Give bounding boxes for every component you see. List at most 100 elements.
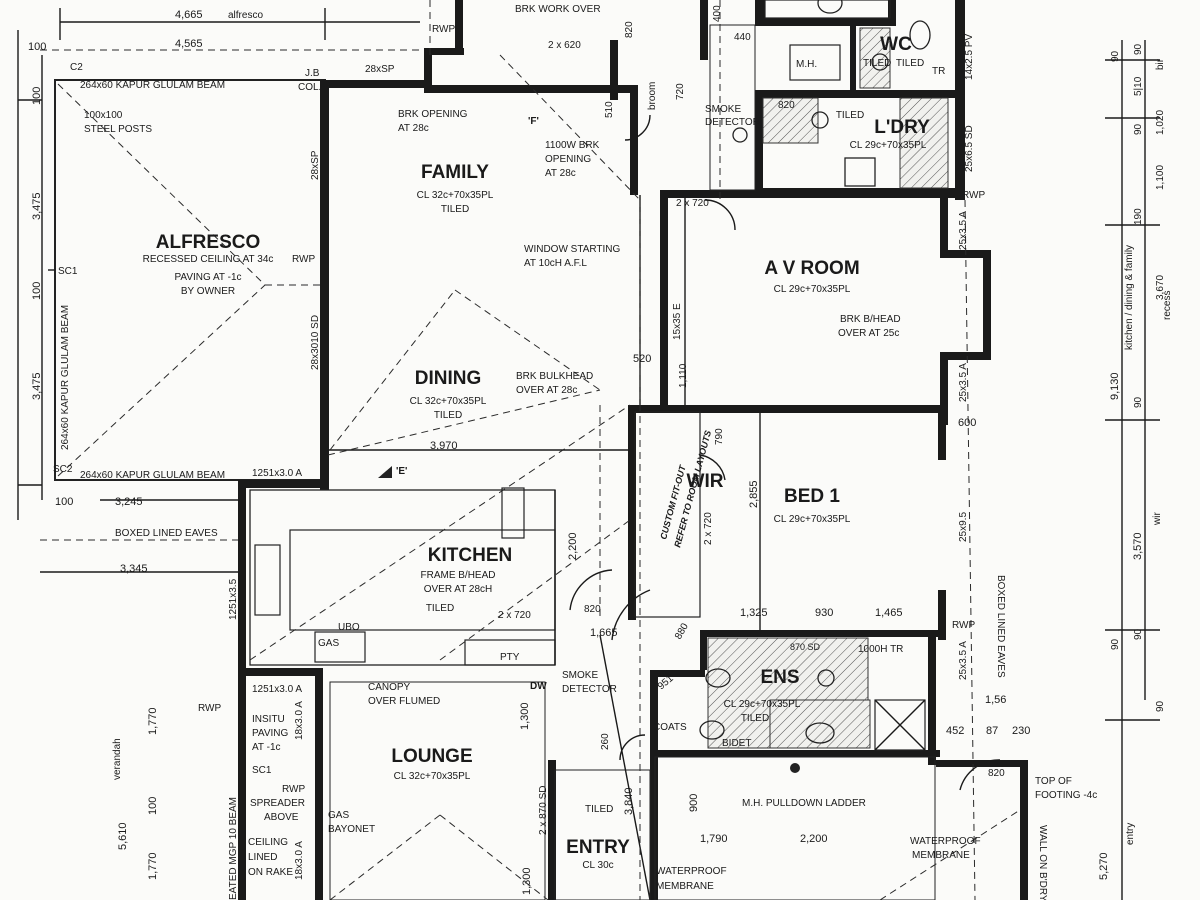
dim-820b: 820 [778,100,795,111]
right-dim-3570: 3,570 [1132,532,1144,560]
note-wir-side: wir [1152,512,1163,526]
dim-1465: 1,465 [875,607,903,619]
note-opening-1100-2: OPENING [545,154,591,165]
toilet-icon [705,668,731,688]
room-wc: WC [880,34,912,55]
room-lounge: LOUNGE [391,746,472,767]
note-pv: 14x2.5 PV [964,34,975,80]
room-bed1-l1: CL 29c+70x35PL [774,514,851,525]
note-ceiling-3: ON RAKE [248,867,293,878]
right-dim-1020: 1,020 [1155,110,1166,135]
fixtures [378,0,931,773]
note-opening-1100-1: 1100W BRK [545,140,600,151]
dim-720: 720 [675,83,686,100]
right-dim-90e: 90 [1110,638,1121,650]
dim-1110: 1,110 [678,363,689,388]
note-28xsp-side: 28xSP [310,150,321,180]
note-insitu-2: PAVING [252,728,289,739]
note-col: COL. [298,82,321,93]
walls [238,0,1028,900]
note-rwp-alfresco: RWP [292,254,315,265]
room-kitchen-l3: TILED [426,603,454,614]
note-sc2: SC2 [53,464,73,475]
dim-100e: 100 [147,797,159,815]
room-ens: ENS [760,667,799,688]
right-dim-90c: 90 [1133,123,1144,135]
dim-15x35: 15x35 E [672,303,683,340]
note-gas: GAS [318,638,339,649]
dim-900: 900 [688,794,700,812]
room-kitchen-l2: OVER AT 28cH [424,584,493,595]
note-top-footing-1: TOP OF [1035,776,1072,787]
interior-lines [249,0,936,900]
floor-waste-icon [871,53,889,71]
dim-1300a: 1,300 [519,702,531,730]
note-smoke-detector-1: SMOKE [705,104,741,115]
dim-400: 400 [712,5,723,22]
note-wall-bdry: WALL ON B'DRY [1037,825,1048,900]
note-spreader-1: RWP [282,784,305,795]
note-top-footing-2: FOOTING -4c [1035,790,1097,801]
dim-1251c: 1251x3.0 A [252,684,302,695]
note-brk-work-over: BRK WORK OVER [515,4,601,15]
wet-areas [707,27,949,749]
dim-520: 520 [633,353,651,365]
dim-600: 600 [958,417,976,429]
smoke-detector-icon [732,127,748,143]
room-alfresco-l2: PAVING AT -1c [174,272,241,283]
dim-820d: 820 [988,768,1005,779]
dim-2x870: 2 x 870 SD [538,786,549,835]
bidet-icon [699,720,725,740]
room-bed1: BED 1 [784,486,840,507]
note-tiled-wc: TILED [863,58,891,69]
dim-510: 510 [604,101,615,118]
room-alfresco: ALFRESCO [156,232,261,253]
section-e-marker-icon [378,466,392,478]
dim-4565: 4,565 [175,38,203,50]
dim-3345: 3,345 [120,563,148,575]
doors [569,114,1001,791]
dim-1325: 1,325 [740,607,768,619]
dim-3245: 3,245 [115,496,143,508]
right-dim-510: 5|10 [1133,76,1144,96]
right-dim-bir: bir [1155,58,1166,70]
room-dining-l2: TILED [434,410,462,421]
dim-5270: 5,270 [1098,852,1110,880]
dim-100b: 100 [31,87,43,105]
note-tr-1000h: 1000H TR [858,644,903,655]
note-spreader-2: SPREADER [250,798,305,809]
room-kitchen-l1: FRAME B/HEAD [420,570,495,581]
note-ceiling-2: LINED [248,852,277,863]
room-ldry-l1: CL 29c+70x35PL [850,140,927,151]
dim-25x35b: 25x3.5 A [958,363,969,402]
floor-waste-icon [817,669,835,687]
note-waterproof-1: WATERPROOF [910,836,981,847]
note-mh: M.H. [796,59,817,70]
room-alfresco-l1: RECESSED CEILING AT 34c [143,254,274,265]
note-sc1-alfresco: SC1 [58,266,78,277]
right-dim-90g: 90 [1155,700,1166,712]
room-entry-l1: CL 30c [582,860,613,871]
note-brk-opening-2: AT 28c [398,123,429,134]
note-tr: TR [932,66,945,77]
dim-3970: 3,970 [430,440,458,452]
note-brk-bulkhead-1: BRK BULKHEAD [516,371,593,382]
dim-100c: 100 [31,282,43,300]
note-28xsp: 28xSP [365,64,395,75]
dim-820a: 820 [624,21,635,38]
dim-5610: 5,610 [117,822,129,850]
room-dining: DINING [415,368,482,389]
note-dw: DW [530,681,547,692]
dim-25x35a: 25x3.5 A [958,211,969,250]
dim-2x720c: 2 x 720 [498,610,531,621]
dim-25x95: 25x9.5 [958,512,969,542]
note-ceiling-1: CEILING [248,837,288,848]
note-glulam-top: 264x60 KAPUR GLULAM BEAM [80,80,225,91]
room-ldry: L'DRY [874,117,930,138]
room-ens-l2: TILED [741,713,769,724]
dim-25x65: 25x6.5 SD [964,125,975,172]
room-lounge-l1: CL 32c+70x35PL [394,771,471,782]
note-pulldown: M.H. PULLDOWN LADDER [742,798,866,809]
dim-alfresco-tag: alfresco [228,10,263,21]
